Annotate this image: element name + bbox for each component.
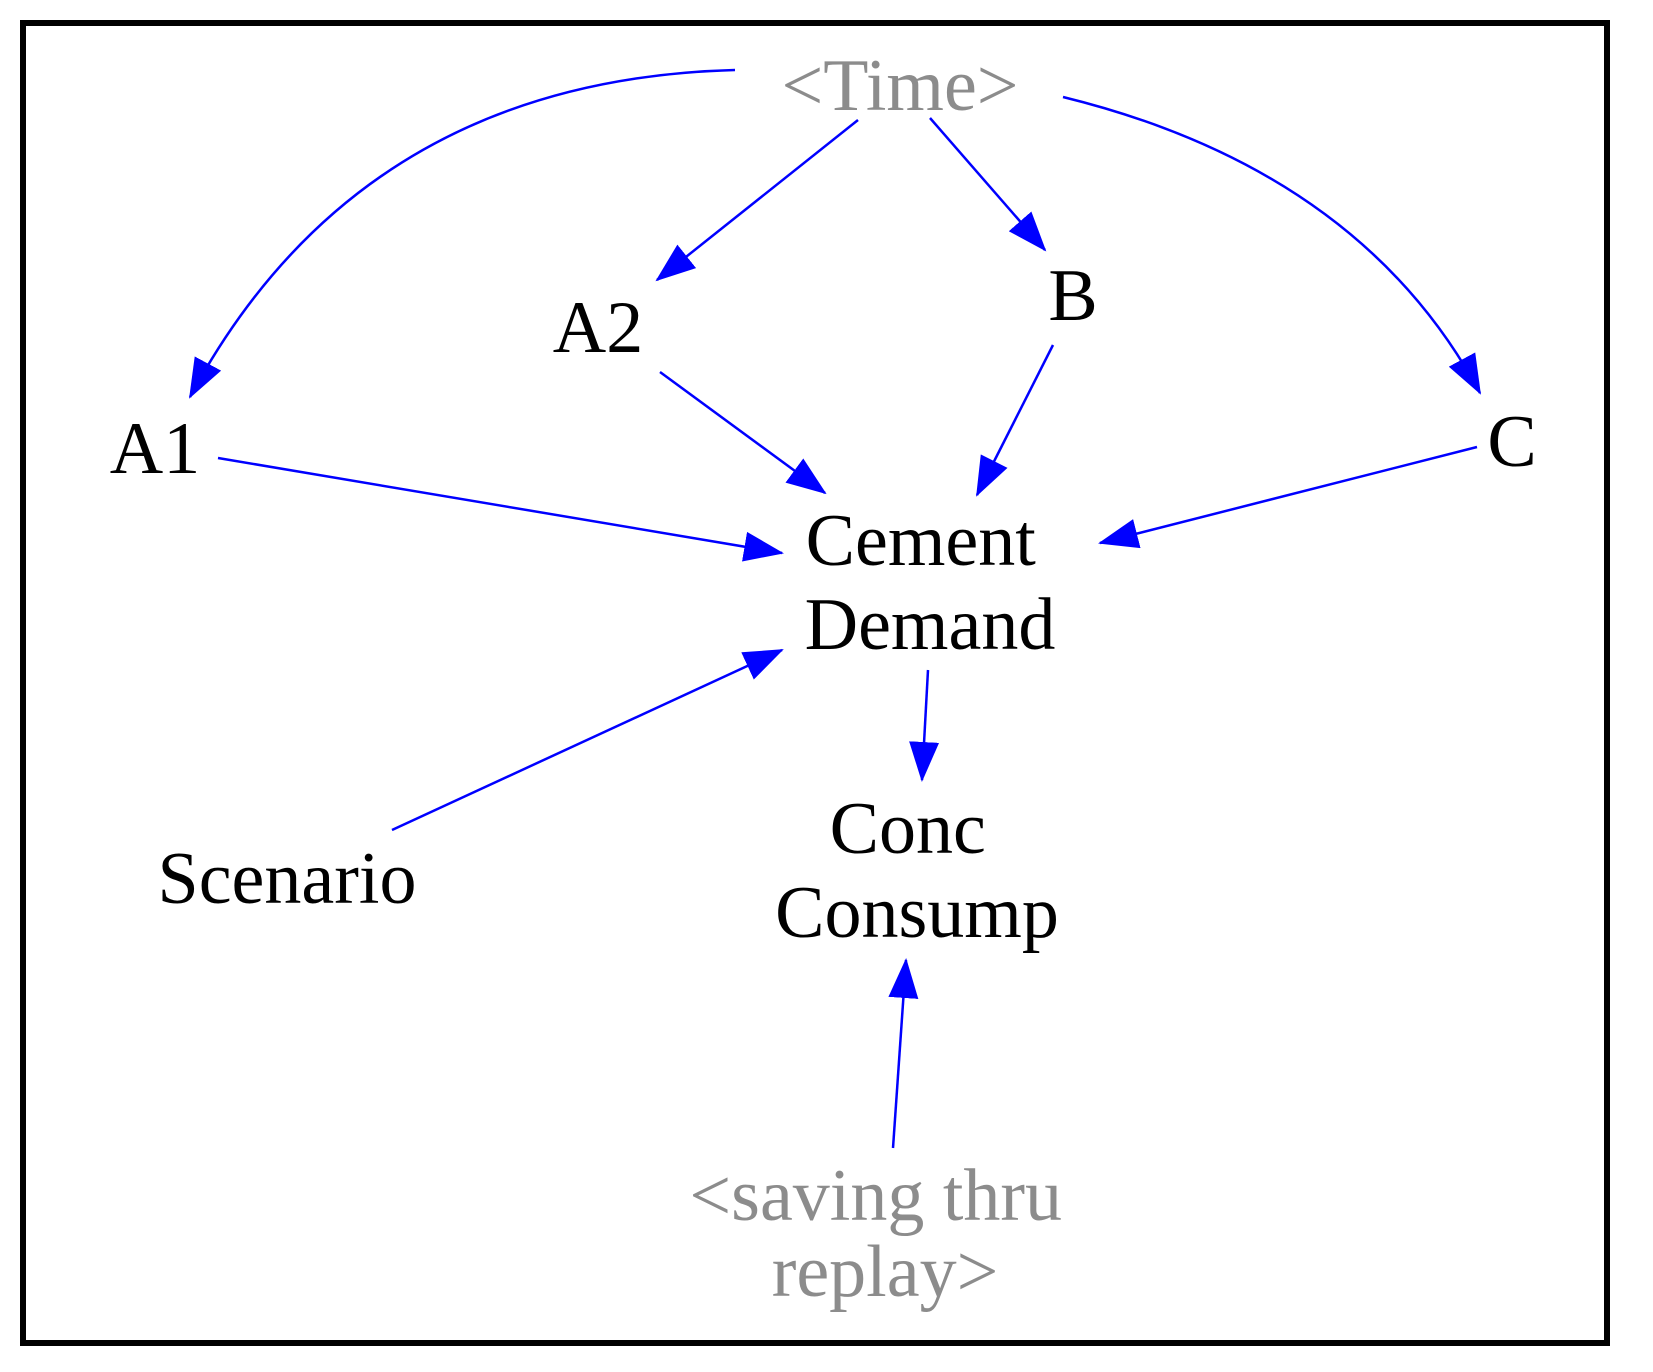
node-c[interactable]: C [1487, 401, 1536, 483]
node-a2[interactable]: A2 [553, 287, 643, 369]
link-time-to-b [929, 117, 1047, 252]
node-a1[interactable]: A1 [110, 408, 200, 490]
nodes-group: <Time> A1 A2 B C Cement Demand Scenario … [110, 45, 1537, 1313]
link-c-to-cement-demand [1098, 445, 1478, 549]
link-time-to-a1 [188, 68, 736, 399]
node-time[interactable]: <Time> [781, 45, 1018, 127]
diagram-frame [20, 20, 1610, 1346]
link-time-to-a2 [655, 119, 859, 282]
link-a2-to-cement-demand [659, 370, 827, 495]
node-cement-demand[interactable]: Cement Demand [805, 500, 1056, 666]
node-b[interactable]: B [1048, 255, 1097, 337]
link-b-to-cement-demand [975, 344, 1055, 497]
links-group [188, 68, 1482, 1149]
link-saving-thru-replay-to-conc-consump [888, 958, 919, 1149]
node-saving-thru-replay[interactable]: <saving thru replay> [689, 1155, 1080, 1313]
link-a1-to-cement-demand [217, 456, 784, 562]
node-scenario[interactable]: Scenario [158, 838, 417, 920]
node-conc-consump[interactable]: Conc Consump [775, 788, 1059, 954]
link-cement-demand-to-conc-consump [909, 669, 940, 782]
link-scenario-to-cement-demand [391, 648, 784, 832]
link-time-to-c [1062, 95, 1482, 395]
